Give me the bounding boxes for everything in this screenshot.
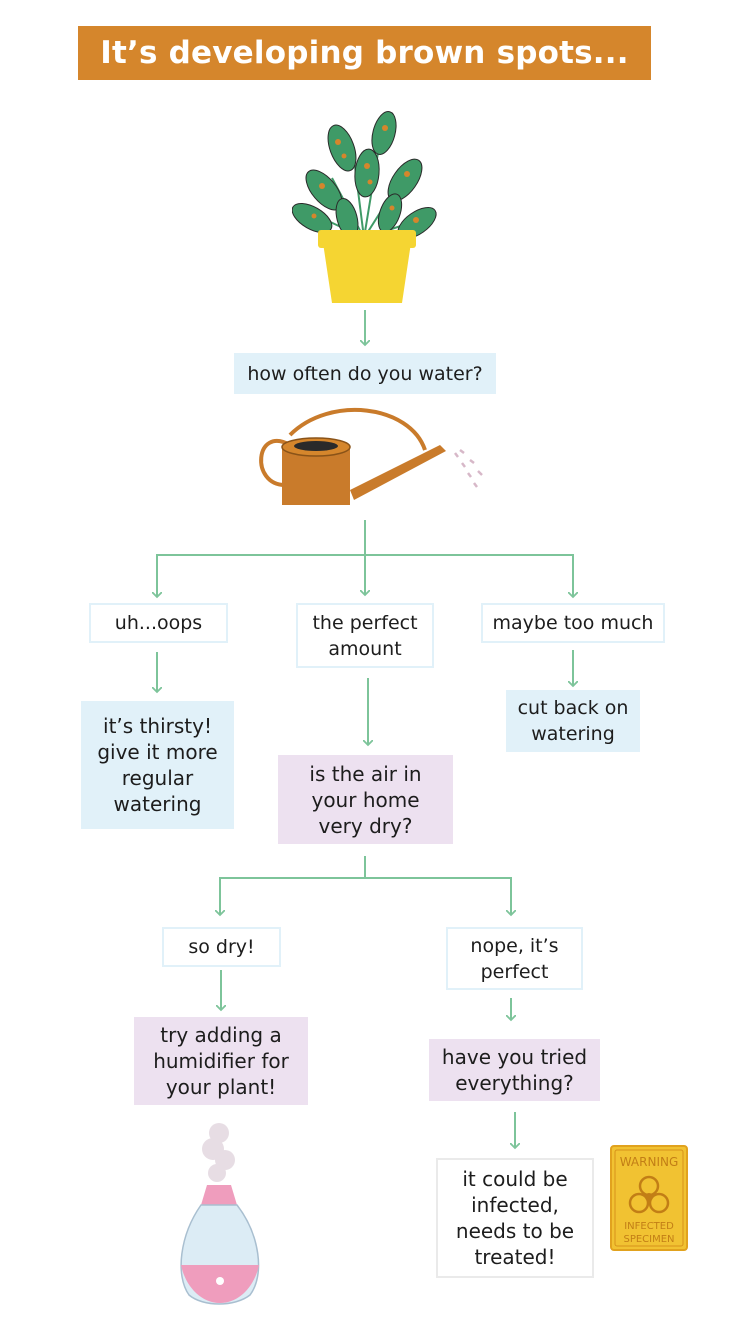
question-air-dry-line-1: is the air in (309, 761, 422, 786)
result-infected: it could be infected, needs to be treate… (436, 1158, 594, 1278)
answer-nope-line-2: perfect (480, 960, 549, 983)
warning-sign-top-text: WARNING (620, 1155, 679, 1169)
answer-perfect-line-1: the perfect (312, 611, 418, 634)
result-thirsty: it’s thirsty! give it more regular water… (81, 701, 234, 829)
question-tried-line-1: have you tried (441, 1045, 588, 1069)
result-cut-back: cut back on watering (506, 690, 640, 752)
question-air-dry: is the air in your home very dry? (278, 755, 453, 844)
question-air-dry-line-2: your home (311, 787, 420, 812)
question-water-frequency: how often do you water? (234, 353, 496, 394)
result-thirsty-line-2: give it more (97, 740, 218, 764)
warning-sign-bottom-text-2: SPECIMEN (623, 1234, 674, 1245)
question-air-dry-line-3: very dry? (318, 813, 413, 838)
result-humidifier-line-2: humidifier for (153, 1049, 289, 1073)
answer-nope-perfect: nope, it’s perfect (446, 927, 583, 990)
result-humidifier-line-3: your plant! (165, 1075, 277, 1099)
answer-nope-line-1: nope, it’s (470, 934, 559, 957)
answer-so-dry: so dry! (162, 927, 281, 967)
answer-perfect-line-2: amount (328, 637, 402, 660)
result-cut-back-line-1: cut back on (517, 697, 629, 719)
result-infected-line-4: treated! (474, 1245, 556, 1269)
answer-so-dry-text: so dry! (188, 936, 255, 958)
page-title: It’s developing brown spots... (100, 35, 629, 71)
question-water-frequency-text: how often do you water? (247, 362, 483, 385)
result-cut-back-line-2: watering (531, 723, 615, 745)
warning-sign-bottom-text-1: INFECTED (624, 1221, 674, 1232)
warning-sign-illustration: WARNING INFECTED SPECIMEN (610, 1145, 688, 1251)
result-thirsty-line-1: it’s thirsty! (103, 714, 212, 738)
answer-oops: uh...oops (89, 603, 228, 643)
result-thirsty-line-4: watering (113, 792, 202, 816)
result-thirsty-line-3: regular (121, 766, 194, 790)
result-infected-line-2: infected, (471, 1193, 559, 1217)
answer-too-much-text: maybe too much (492, 612, 654, 634)
result-humidifier: try adding a humidifier for your plant! (134, 1017, 308, 1105)
result-infected-line-3: needs to be (455, 1219, 575, 1243)
plant-illustration (292, 111, 437, 303)
title-banner: It’s developing brown spots... (78, 26, 651, 80)
answer-oops-text: uh...oops (114, 612, 203, 634)
humidifier-illustration (180, 1123, 260, 1305)
watering-can-illustration (259, 407, 483, 505)
question-tried-line-2: everything? (455, 1071, 574, 1095)
result-infected-line-1: it could be (462, 1167, 568, 1191)
answer-too-much: maybe too much (481, 603, 665, 643)
answer-perfect-amount: the perfect amount (296, 603, 434, 668)
result-humidifier-line-1: try adding a (160, 1023, 282, 1047)
question-tried-everything: have you tried everything? (429, 1039, 600, 1101)
